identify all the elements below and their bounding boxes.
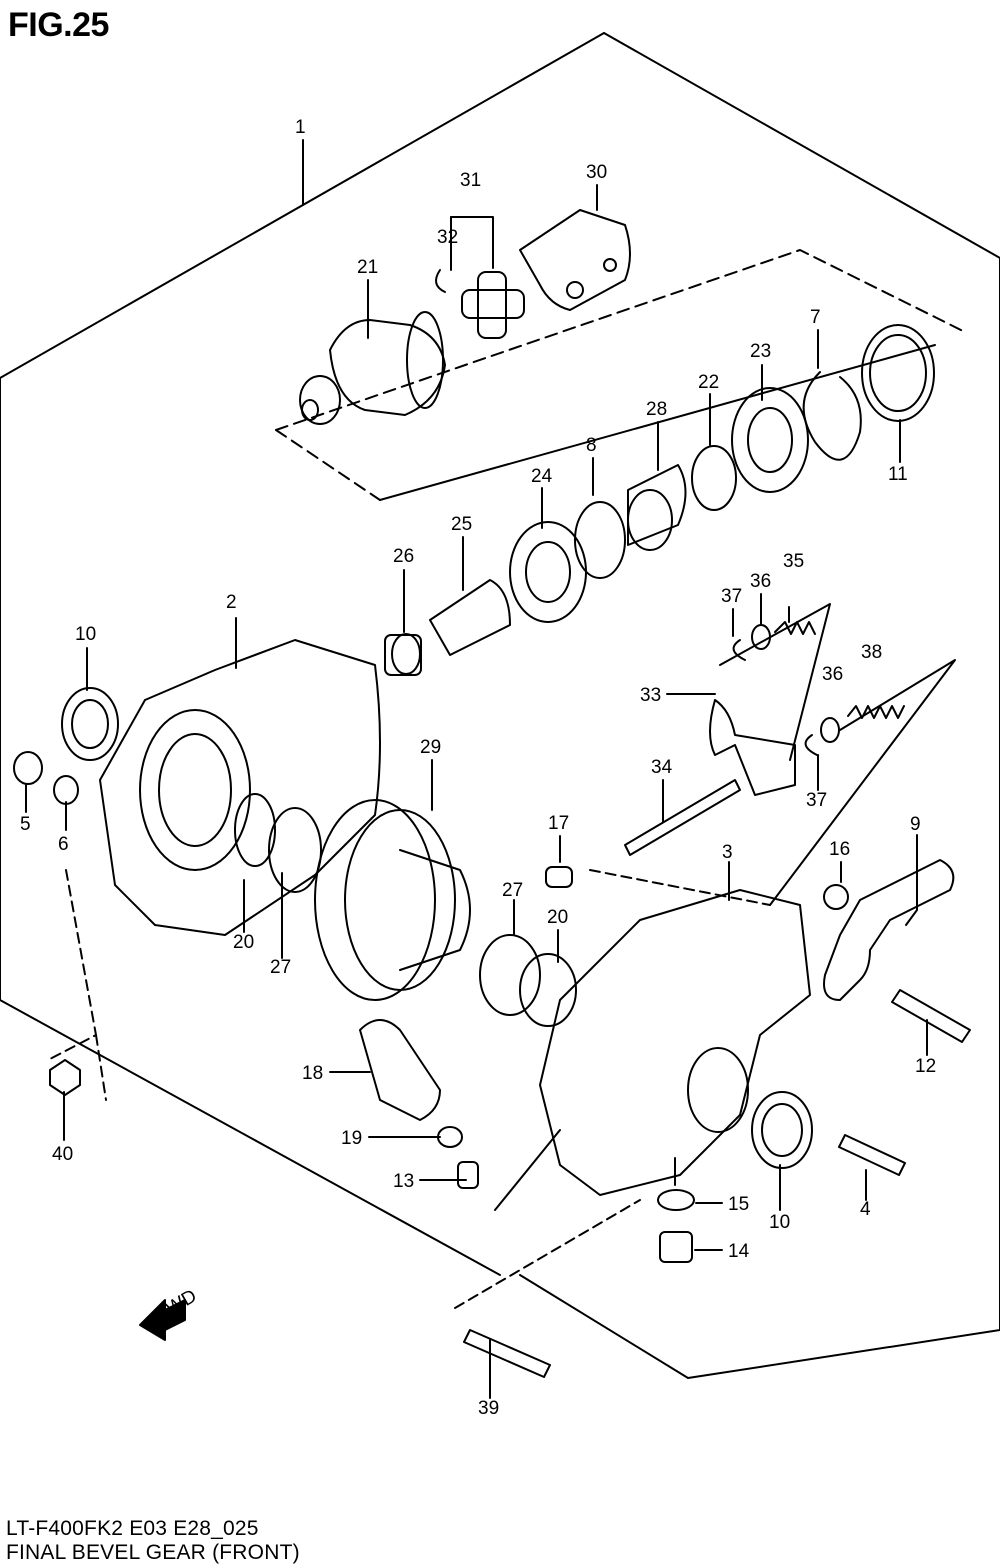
callout-34: 34	[651, 757, 673, 778]
part-33-fork	[709, 699, 796, 796]
callout-20-left: 20	[233, 932, 254, 953]
part-21-shaft	[329, 319, 446, 416]
part-34-shaft	[624, 779, 741, 856]
callout-22: 22	[698, 372, 719, 393]
part-37-clip-b	[804, 734, 818, 756]
callout-18: 18	[302, 1063, 323, 1084]
part-5-plug	[13, 751, 43, 785]
part-27-bearing-right	[479, 934, 541, 1016]
callout-36-a: 36	[750, 571, 771, 592]
callout-36-b: 36	[822, 664, 843, 685]
part-9-gasket	[823, 859, 955, 1001]
assembly-outline	[519, 32, 1000, 1379]
figure-description: FINAL BEVEL GEAR (FRONT)	[6, 1541, 300, 1564]
part-36-washer-b	[820, 717, 840, 743]
callout-27-left: 27	[270, 957, 291, 978]
part-23-bearing	[731, 387, 809, 493]
part-4-bolt	[838, 1134, 906, 1176]
part-16-nut	[823, 884, 849, 910]
part-3-housing	[539, 889, 811, 1196]
callout-19: 19	[341, 1128, 362, 1149]
callout-16: 16	[829, 839, 850, 860]
callout-14: 14	[728, 1241, 750, 1262]
callout-37-b: 37	[806, 790, 827, 811]
part-22-circlip	[691, 445, 737, 511]
figure-code: LT-F400FK2 E03 E28_025	[6, 1517, 259, 1540]
callout-11: 11	[888, 464, 908, 485]
part-10-seal-right	[751, 1091, 813, 1169]
part-7-circlip	[802, 371, 862, 461]
part-40-nut	[49, 1059, 81, 1096]
part-30-yoke	[519, 209, 631, 311]
callout-13: 13	[393, 1171, 414, 1192]
callout-28: 28	[646, 399, 667, 420]
part-11-seal	[861, 324, 935, 422]
callout-27-right: 27	[502, 880, 523, 901]
figure-title: FIG.25	[8, 6, 109, 44]
callout-17: 17	[548, 813, 569, 834]
part-14-plug	[659, 1231, 693, 1263]
part-20-shim-right	[519, 953, 577, 1027]
part-19-clamp	[437, 1126, 463, 1148]
fwd-arrow	[139, 1299, 186, 1341]
part-36-washer-a	[751, 624, 771, 650]
part-18-boot	[359, 1019, 441, 1121]
inner-dashed-box	[275, 249, 966, 431]
part-13-breather	[457, 1161, 479, 1189]
part-8-circlip	[574, 501, 626, 579]
part-15-washer	[657, 1189, 695, 1211]
part-37-clip-a	[732, 639, 746, 661]
callout-labels: 1 2 3 4 5 6 7 8 9 10 10 11 12 13 14 15 1…	[20, 117, 936, 1419]
callout-7: 7	[810, 307, 821, 328]
callout-32: 32	[437, 227, 458, 248]
part-2-housing	[99, 639, 381, 936]
callout-39: 39	[478, 1398, 499, 1419]
assembly-outline-left	[0, 32, 605, 379]
part-20-shim-left	[234, 793, 276, 867]
part-12-bolt	[891, 989, 971, 1043]
callout-24: 24	[531, 466, 553, 487]
callout-6: 6	[58, 834, 69, 855]
callout-26: 26	[393, 546, 414, 567]
part-35-spring	[774, 621, 816, 635]
callout-30: 30	[586, 162, 607, 183]
callout-10-right: 10	[769, 1212, 790, 1233]
callout-8: 8	[586, 435, 597, 456]
callout-35: 35	[783, 551, 804, 572]
part-28-bearing	[627, 464, 687, 546]
callout-2: 2	[226, 592, 237, 613]
callout-38: 38	[861, 642, 882, 663]
part-6-washer	[53, 775, 79, 805]
callout-9: 9	[910, 814, 921, 835]
callout-5: 5	[20, 814, 31, 835]
callout-4: 4	[860, 1199, 871, 1220]
part-25-pinion	[429, 579, 511, 656]
exploded-parts-diagram: 1 2 3 4 5 6 7 8 9 10 10 11 12 13 14 15 1…	[0, 32, 1000, 1419]
callout-31: 31	[460, 170, 481, 191]
callout-37-a: 37	[721, 586, 742, 607]
part-24-bearing	[509, 521, 587, 623]
part-17-pin	[545, 866, 573, 888]
part-39-bolt	[463, 1329, 551, 1378]
callout-21: 21	[357, 257, 378, 278]
callout-29: 29	[420, 737, 441, 758]
callout-33: 33	[640, 685, 661, 706]
callout-3: 3	[722, 842, 733, 863]
callout-20-right: 20	[547, 907, 568, 928]
part-10-seal-left	[61, 687, 119, 761]
callout-23: 23	[750, 341, 771, 362]
callout-12: 12	[915, 1056, 936, 1077]
callout-1: 1	[295, 117, 306, 138]
part-29-ring-gear	[314, 799, 436, 1001]
callout-40: 40	[52, 1144, 73, 1165]
callout-15: 15	[728, 1194, 749, 1215]
callout-10-left: 10	[75, 624, 96, 645]
callout-25: 25	[451, 514, 472, 535]
part-38-spring	[847, 705, 905, 719]
